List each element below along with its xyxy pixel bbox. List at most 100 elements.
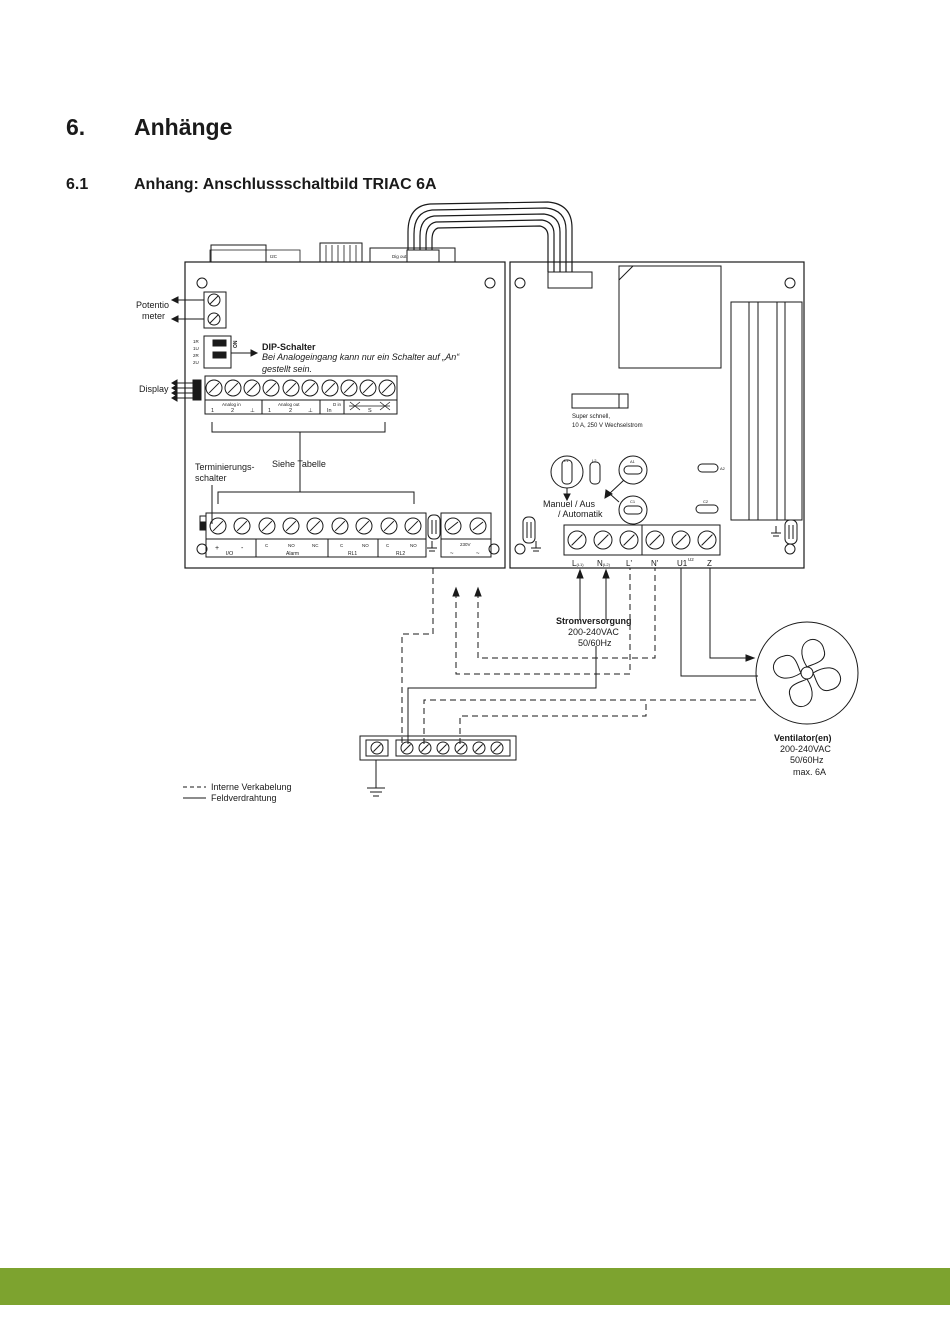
field-wiring — [367, 568, 758, 797]
rl2-label: RL2 — [396, 551, 405, 557]
signal-screw[interactable] — [282, 379, 300, 397]
io-screw[interactable] — [306, 517, 324, 535]
ground-screw-slot — [457, 744, 465, 752]
term-l: L(L1) — [572, 559, 584, 568]
ground-screw[interactable] — [370, 741, 384, 755]
alarm-label: Alarm — [286, 551, 299, 557]
ground-screw-slot — [403, 744, 411, 752]
io-screw[interactable] — [404, 517, 422, 535]
signal-screw-slot — [343, 382, 355, 394]
ground-screw[interactable] — [472, 741, 486, 755]
ground-screw[interactable] — [400, 741, 414, 755]
io-plus: + — [215, 545, 219, 552]
ain-gnd: ⊥ — [250, 407, 255, 414]
subsection-number: 6.1 — [66, 176, 89, 193]
io-screw[interactable] — [331, 517, 349, 535]
power-screw-slot — [701, 534, 713, 546]
io-screw-slot — [309, 520, 321, 532]
rl1-no: NO — [362, 543, 369, 548]
ground-screw[interactable] — [454, 741, 468, 755]
dip-1r-label: 1R — [193, 339, 200, 344]
ground-screw-slot — [373, 744, 381, 752]
ribbon-plug — [547, 271, 593, 289]
signal-screw[interactable] — [224, 379, 242, 397]
power-screw[interactable] — [619, 530, 639, 550]
signal-screw[interactable] — [378, 379, 396, 397]
signal-screw-slot — [227, 382, 239, 394]
display-label: Display — [139, 384, 169, 394]
rl2-c: C — [386, 543, 390, 548]
io-screw[interactable] — [282, 517, 300, 535]
signal-screw[interactable] — [262, 379, 280, 397]
ground-screw[interactable] — [490, 741, 504, 755]
power-screw-slot — [571, 534, 583, 546]
jumper-a2 — [697, 463, 719, 473]
fuse-label-2: 10 A, 250 V Wechselstrom — [572, 423, 643, 429]
io-screw-slot — [212, 520, 224, 532]
analog-in-label: Analog in — [222, 402, 241, 407]
io-screw[interactable] — [380, 517, 398, 535]
power-screw[interactable] — [697, 530, 717, 550]
l1-label: L1 — [564, 458, 569, 463]
power-screw-slot — [597, 534, 609, 546]
section-heading: 6.Anhänge — [66, 114, 232, 141]
i2c-connector — [210, 244, 267, 263]
alarm-nc: NC — [312, 543, 319, 548]
signal-screw[interactable] — [321, 379, 339, 397]
ain-1: 1 — [211, 408, 214, 414]
a2-label: A2 — [720, 466, 726, 471]
ground-screw-slot — [475, 744, 483, 752]
dip-switch[interactable] — [203, 335, 232, 369]
signal-screw-slot — [208, 382, 220, 394]
pot-c1[interactable] — [618, 495, 648, 525]
ground-screw[interactable] — [436, 741, 450, 755]
dip-note-2: gestellt sein. — [262, 364, 312, 374]
io-screw-slot — [383, 520, 395, 532]
ground-terminal-block — [359, 735, 517, 761]
signal-screw[interactable] — [340, 379, 358, 397]
term-u1: U1 — [677, 559, 688, 568]
signal-screw-slot — [285, 382, 297, 394]
power-screw[interactable] — [645, 530, 665, 550]
vent-voltage: 200-240VAC — [780, 744, 831, 754]
power-screw-slot — [675, 534, 687, 546]
manuel-label-1: Manuel / Aus — [543, 499, 596, 509]
power-screw-slot — [649, 534, 661, 546]
potentiometer-2[interactable] — [207, 312, 221, 326]
signal-screw[interactable] — [359, 379, 377, 397]
io-screw[interactable] — [258, 517, 276, 535]
analog-out-label: Analog out — [278, 402, 300, 407]
internal-wiring — [401, 568, 758, 744]
io-screw-slot — [285, 520, 297, 532]
io-screw[interactable] — [355, 517, 373, 535]
io-screw[interactable] — [209, 517, 227, 535]
io-screw[interactable] — [233, 517, 251, 535]
ground-screw[interactable] — [418, 741, 432, 755]
vent-title: Ventilator(en) — [774, 733, 832, 743]
signal-screw[interactable] — [301, 379, 319, 397]
term-u2: U2 — [688, 557, 694, 562]
manuel-label-2: / Automatik — [558, 509, 603, 519]
v230-tilde-1: ~ — [450, 551, 454, 557]
a1-label: A1 — [630, 459, 636, 464]
aout-gnd: ⊥ — [308, 407, 313, 414]
rl2-no: NO — [410, 543, 417, 548]
power-screw[interactable] — [567, 530, 587, 550]
fuse — [571, 393, 629, 409]
v230-tilde-2: ~ — [476, 551, 480, 557]
io-label: I/O — [226, 551, 234, 557]
signal-terminal-strip — [204, 375, 398, 415]
power-screw[interactable] — [593, 530, 613, 550]
l2-label: L2 — [592, 458, 597, 463]
potentiometer-1[interactable] — [207, 293, 221, 307]
jumper-c2 — [695, 504, 719, 514]
signal-screw[interactable] — [243, 379, 261, 397]
dip-note-1: Bei Analogeingang kann nur ein Schalter … — [262, 352, 460, 362]
subsection-title: Anhang: Anschlussschaltbild TRIAC 6A — [134, 176, 437, 193]
pot-a1[interactable] — [618, 455, 648, 485]
power-screw[interactable] — [671, 530, 691, 550]
siehe-tabelle-label: Siehe Tabelle — [272, 459, 326, 469]
heat-sink — [730, 301, 803, 521]
signal-screw[interactable] — [205, 379, 223, 397]
